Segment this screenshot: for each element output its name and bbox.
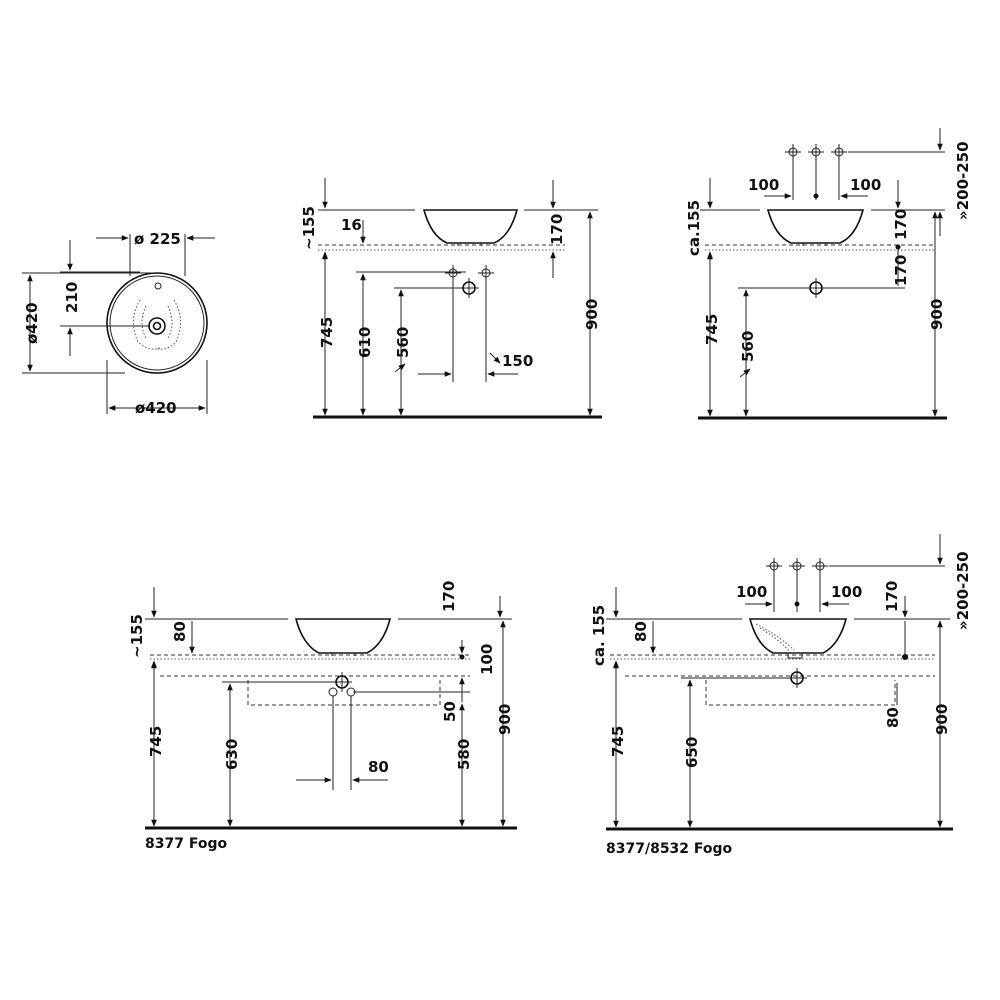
dim-dia-225: ø 225 — [134, 230, 181, 248]
caption: 8377/8532 Fogo — [606, 841, 733, 857]
tap-symbol — [445, 265, 494, 298]
wall-tap-symbol — [785, 144, 847, 160]
waste-pipe-symbol — [787, 668, 807, 688]
wall-tap-symbol — [766, 558, 828, 574]
dim-580: 580 — [455, 739, 473, 770]
elevation-view-d: 100 100 »200-250 ca. 155 80 170 80 745 6… — [590, 534, 972, 857]
dim-dia-420-horizontal: ø420 — [135, 399, 177, 417]
dim-100-left: 100 — [736, 583, 767, 601]
dim-200-250: »200-250 — [954, 141, 972, 220]
dim-170: 170 — [883, 581, 901, 612]
basin-dotted-contour-right — [155, 299, 181, 350]
dim-80: 80 — [171, 621, 189, 642]
dim-ca155: ca. 155 — [590, 605, 608, 666]
dim-900: 900 — [928, 299, 946, 330]
dim-745: 745 — [703, 314, 721, 345]
dim-900: 900 — [933, 704, 951, 735]
dim-155: ~155 — [300, 206, 318, 250]
dim-150: 150 — [502, 352, 533, 370]
drain-inner — [152, 321, 162, 331]
basin-profile — [294, 618, 392, 654]
cabinet-outline — [705, 680, 896, 706]
dim-560: 560 — [739, 331, 757, 362]
drain-outer — [148, 317, 166, 335]
dim-50: 50 — [441, 701, 459, 722]
dim-100: 100 — [478, 644, 496, 675]
dim-80-bottom: 80 — [368, 758, 389, 776]
dim-745: 745 — [609, 726, 627, 757]
dim-80-right: 80 — [884, 707, 902, 728]
dim-745: 745 — [147, 726, 165, 757]
basin-inner-circle — [109, 275, 205, 371]
dim-900: 900 — [496, 704, 514, 735]
dim-100-left: 100 — [748, 176, 779, 194]
basin-outer-circle — [106, 272, 208, 374]
basin-dotted-contour-left — [133, 299, 161, 350]
dim-210: 210 — [63, 282, 81, 313]
dim-610: 610 — [356, 327, 374, 358]
dim-200-250: »200-250 — [954, 551, 972, 630]
elevation-view-b: 100 100 »200-250 ca.155 170 170 745 560 — [685, 128, 972, 420]
dim-170: 170 — [440, 581, 458, 612]
elevation-view-a: ~155 16 170 745 610 560 150 — [300, 178, 602, 419]
dim-745: 745 — [318, 317, 336, 348]
dim-900: 900 — [583, 299, 601, 330]
basin-profile — [748, 618, 848, 654]
plan-view: ø 225 210 ø420 ø420 — [22, 230, 215, 417]
dim-155: ~155 — [128, 614, 146, 658]
dim-ca155: ca.155 — [685, 200, 703, 256]
elevation-view-c: ~155 80 170 100 50 745 630 8 — [128, 581, 517, 852]
caption: 8377 Fogo — [145, 836, 227, 852]
dim-dia-420-vertical: ø420 — [23, 302, 41, 344]
dim-170: 170 — [548, 214, 566, 245]
dim-100-right: 100 — [850, 176, 881, 194]
dim-630: 630 — [223, 739, 241, 770]
dim-560: 560 — [394, 327, 412, 358]
dim-100-right: 100 — [831, 583, 862, 601]
overflow-hole — [154, 282, 162, 290]
basin-dotted-contour-inner — [141, 305, 173, 339]
cabinet-outline — [247, 680, 441, 706]
dim-170-upper: 170 — [892, 209, 910, 240]
waste-pipe-symbol — [806, 278, 826, 298]
dim-80: 80 — [632, 621, 650, 642]
basin-profile — [422, 209, 519, 244]
dim-16: 16 — [341, 216, 362, 234]
dim-650: 650 — [683, 737, 701, 768]
basin-inner-dotted — [755, 623, 795, 653]
basin-profile — [766, 209, 865, 244]
dim-170-lower: 170 — [892, 255, 910, 286]
